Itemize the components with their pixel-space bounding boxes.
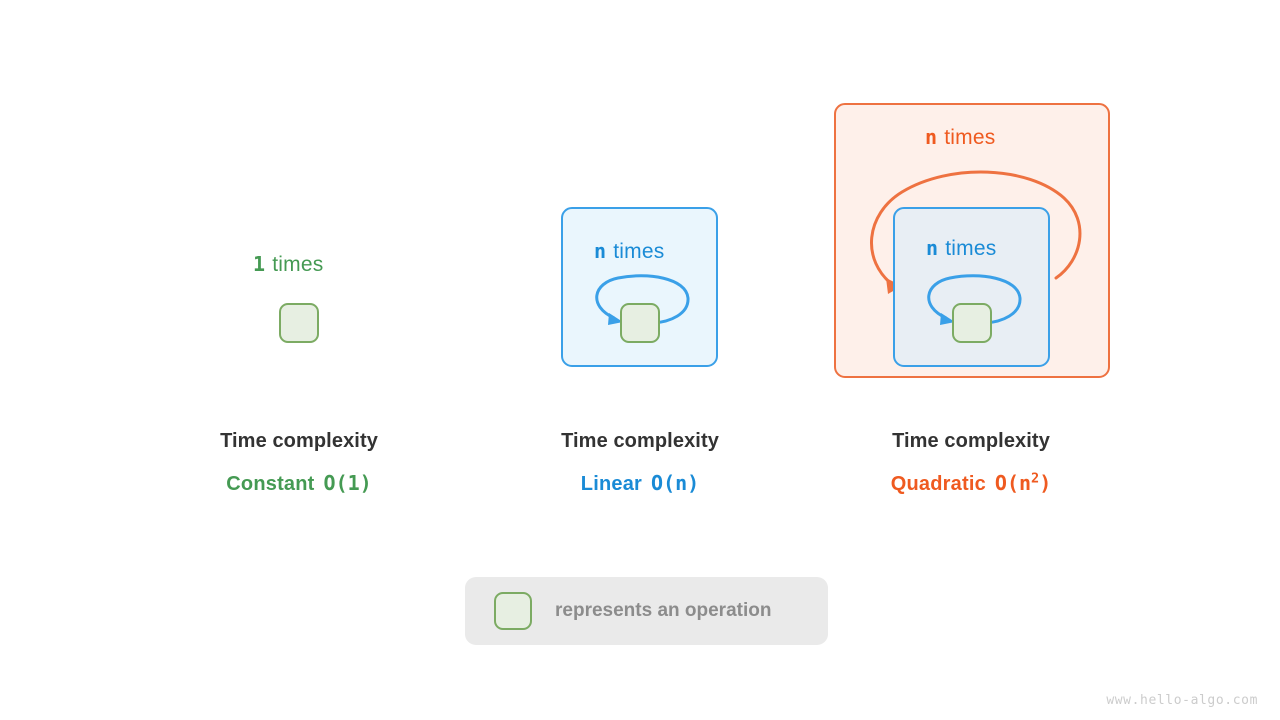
green-operation-square-icon [494,592,532,630]
quadratic-inner-loop-arrow-icon [927,274,1022,325]
quadratic-outer-count: n [925,125,938,149]
constant-times-word: times [272,253,324,276]
linear-loop-arrow-icon [595,274,690,325]
caption-quadratic: Time complexity Quadratic O(n2) [891,430,1052,496]
caption-constant: Time complexity Constant O(1) [220,430,378,496]
big-o-notation: O(1) [323,471,372,495]
quadratic-inner-times-word: times [945,237,997,260]
constant-times-label: 1 times [253,254,323,275]
complexity-name: Linear [580,473,643,495]
caption-title: Time complexity [220,430,378,452]
caption-linear: Time complexity Linear O(n) [561,430,719,496]
big-o-close: ) [1039,471,1052,495]
big-o-notation: O(n2) [995,471,1051,495]
caption-formula: Quadratic O(n2) [891,471,1052,496]
complexity-name: Quadratic [890,473,986,495]
operation-square [279,303,319,343]
complexity-name: Constant [226,473,315,495]
constant-count: 1 [253,252,266,276]
caption-title: Time complexity [561,430,719,452]
linear-count: n [594,239,607,263]
linear-times-word: times [613,240,665,263]
quadratic-inner-count: n [926,236,939,260]
big-o-base: O(n [994,471,1032,495]
operation-square [620,303,660,343]
operation-square [952,303,992,343]
caption-title: Time complexity [892,430,1050,452]
legend-label: represents an operation [555,600,772,621]
caption-formula: Linear O(n) [561,471,719,496]
caption-formula: Constant O(1) [220,471,378,496]
big-o-exponent: 2 [1031,470,1040,487]
watermark: www.hello-algo.com [1106,693,1258,708]
legend: represents an operation [465,577,828,645]
quadratic-outer-times-word: times [944,126,996,149]
big-o-notation: O(n) [651,471,700,495]
